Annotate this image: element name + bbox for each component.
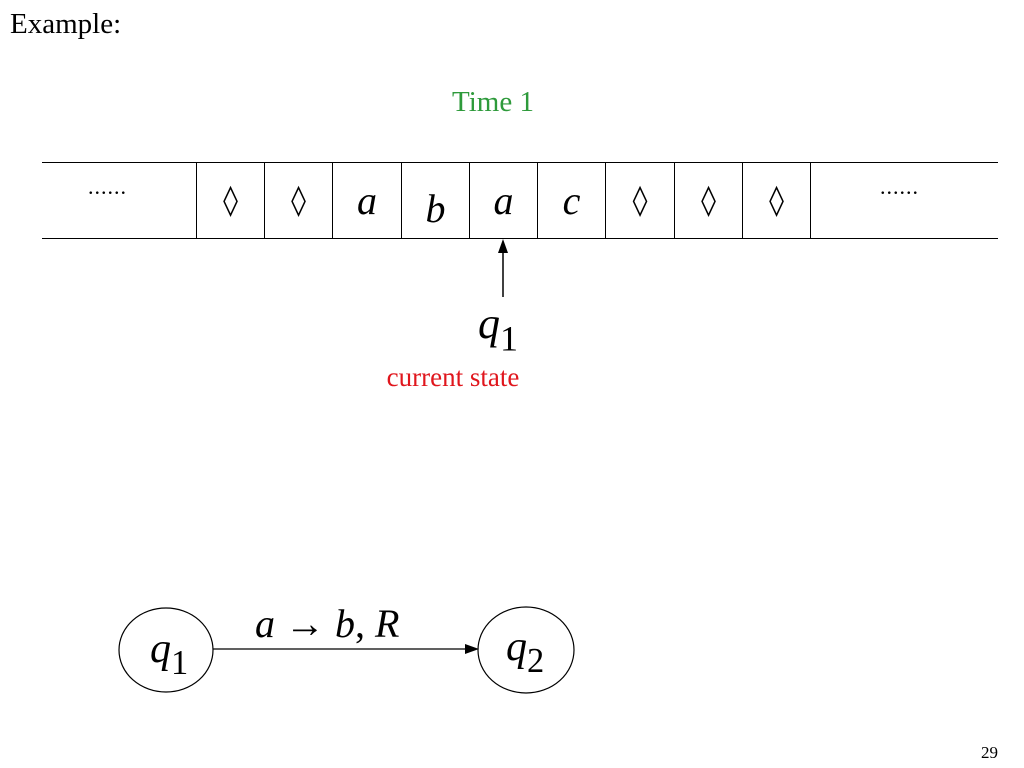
tape-cell-blank: ◊ xyxy=(701,182,716,218)
transition-arrowhead xyxy=(465,644,479,654)
tape-cell-divider xyxy=(401,162,402,239)
tape-cell-divider xyxy=(674,162,675,239)
tape-cell-divider xyxy=(469,162,470,239)
tape-cell-blank: ◊ xyxy=(769,182,784,218)
state-node-q2 xyxy=(477,606,575,694)
tape-cell-divider xyxy=(742,162,743,239)
tape-cell-symbol: c xyxy=(562,177,581,223)
state-node-q2-label: q2 xyxy=(506,624,545,681)
tape-cell-head-position: a xyxy=(493,177,514,223)
tape-right-ellipsis: ...... xyxy=(880,174,919,199)
tape-cell-divider xyxy=(537,162,538,239)
page-number: 29 xyxy=(981,743,998,762)
tape-cell-divider xyxy=(810,162,811,239)
tape-bottom-border xyxy=(42,238,998,239)
head-state-label: q1 xyxy=(478,299,519,359)
state-node-q1 xyxy=(118,607,214,693)
tape-left-ellipsis: ...... xyxy=(88,174,127,199)
slide-heading: Example: xyxy=(10,8,122,40)
tape-cell-symbol: b xyxy=(425,185,446,231)
tape-top-border xyxy=(42,162,998,163)
tape-cell-divider xyxy=(332,162,333,239)
tape-cell-divider xyxy=(605,162,606,239)
tape-cell-divider xyxy=(264,162,265,239)
time-label: Time 1 xyxy=(452,86,534,118)
state-node-q1-label: q1 xyxy=(150,626,189,683)
tape-cell-blank: ◊ xyxy=(291,182,306,218)
tape-cell-blank: ◊ xyxy=(223,182,238,218)
head-pointer-arrowhead xyxy=(498,239,508,253)
transition-label: a → b, R xyxy=(255,601,400,646)
tape-cell-divider xyxy=(196,162,197,239)
tape-cell-symbol: a xyxy=(357,177,377,223)
tape-cell-blank: ◊ xyxy=(632,182,648,218)
current-state-caption: current state xyxy=(386,362,520,392)
